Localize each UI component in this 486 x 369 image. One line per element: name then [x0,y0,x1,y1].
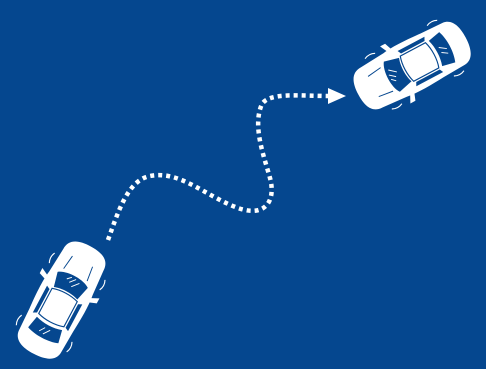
car-icon-start [5,231,119,369]
dotted-path [108,95,330,240]
arrowhead-icon [328,88,346,104]
car-icon-end [343,9,481,123]
